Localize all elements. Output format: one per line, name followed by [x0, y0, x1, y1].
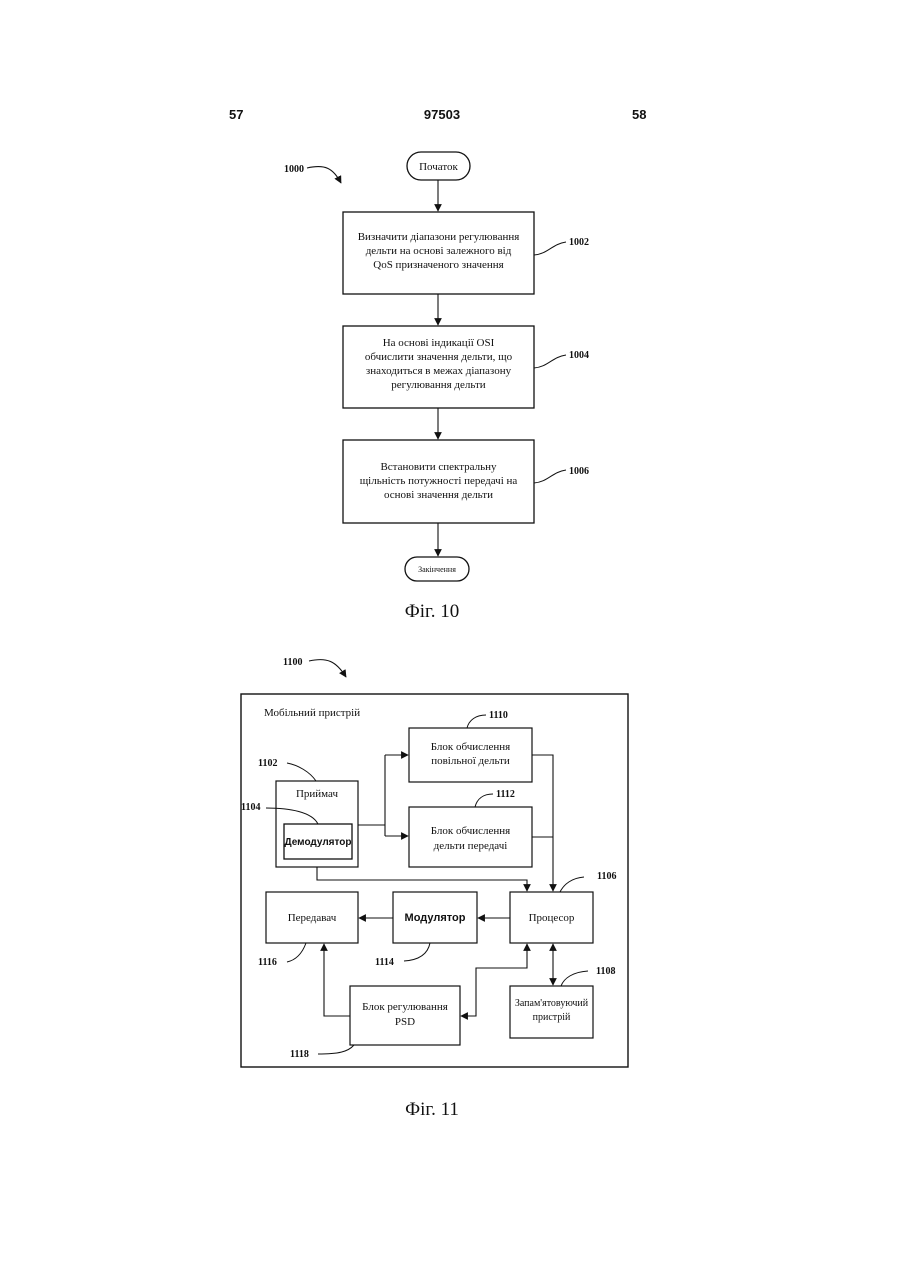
slow-delta-line-2: повільної дельти	[431, 755, 510, 767]
tx-delta-block	[409, 807, 532, 867]
step-1002-line-3: QoS призначеного значення	[373, 259, 503, 271]
slow-delta-line-1: Блок обчислення	[431, 741, 510, 753]
figure-11-caption: Фіг. 11	[405, 1099, 459, 1120]
ref-1006: 1006	[569, 466, 589, 477]
ref-1102: 1102	[258, 758, 277, 769]
end-label: Закінчення	[418, 565, 456, 574]
step-1004-line-1: На основі індикації OSI	[383, 337, 495, 349]
ref-1002: 1002	[569, 237, 589, 248]
ref-1114: 1114	[375, 957, 394, 968]
ref-1106: 1106	[597, 871, 616, 882]
document-number: 97503	[424, 107, 460, 122]
ref-1004: 1004	[569, 350, 589, 361]
step-1004-line-2: обчислити значення дельти, що	[365, 351, 513, 363]
psd-line-2: PSD	[395, 1016, 415, 1028]
receiver-label: Приймач	[296, 788, 339, 800]
fig10-ref-pointer	[307, 167, 341, 183]
figure-10-caption: Фіг. 10	[405, 601, 459, 622]
memory-line-2: пристрій	[533, 1012, 571, 1023]
page-number-right: 58	[632, 107, 646, 122]
start-label: Початок	[419, 161, 458, 173]
fig10-ref-label: 1000	[284, 164, 304, 175]
step-1006-line-2: щільність потужності передачі на	[360, 475, 518, 487]
ref-1118: 1118	[290, 1049, 309, 1060]
step-1006-line-1: Встановити спектральну	[380, 461, 497, 473]
ref-leader	[534, 470, 566, 483]
psd-line-1: Блок регулювання	[362, 1001, 448, 1013]
figure-11-block-diagram: 1100 Мобільний пристрій Приймач 1102 Дем…	[241, 657, 628, 1120]
ref-1112: 1112	[496, 789, 515, 800]
mobile-device-label: Мобільний пристрій	[264, 707, 360, 719]
fig11-ref-pointer	[309, 660, 346, 677]
modulator-label: Модулятор	[405, 912, 466, 924]
step-1004-line-4: регулювання дельти	[391, 379, 486, 391]
step-1002-line-2: дельти на основі залежного від	[366, 245, 512, 257]
tx-delta-line-1: Блок обчислення	[431, 825, 510, 837]
ref-1104: 1104	[241, 802, 260, 813]
fig11-ref-label: 1100	[283, 657, 302, 668]
transmitter-label: Передавач	[288, 912, 337, 924]
memory-line-1: Запам'ятовуючий	[515, 998, 589, 1009]
tx-delta-line-2: дельти передачі	[434, 840, 508, 852]
figure-10-flowchart: 1000 Початок Визначити діапазони регулюв…	[284, 152, 589, 622]
ref-1110: 1110	[489, 710, 508, 721]
step-1004-line-3: знаходиться в межах діапазону	[366, 365, 512, 377]
step-1006-line-3: основі значення дельти	[384, 489, 493, 501]
ref-leader	[534, 355, 566, 368]
demodulator-label: Демодулятор	[285, 837, 352, 848]
ref-1116: 1116	[258, 957, 277, 968]
ref-leader	[534, 242, 566, 255]
step-1002-line-1: Визначити діапазони регулювання	[358, 231, 520, 243]
processor-label: Процесор	[529, 912, 575, 924]
ref-1108: 1108	[596, 966, 615, 977]
page-number-left: 57	[229, 107, 243, 122]
